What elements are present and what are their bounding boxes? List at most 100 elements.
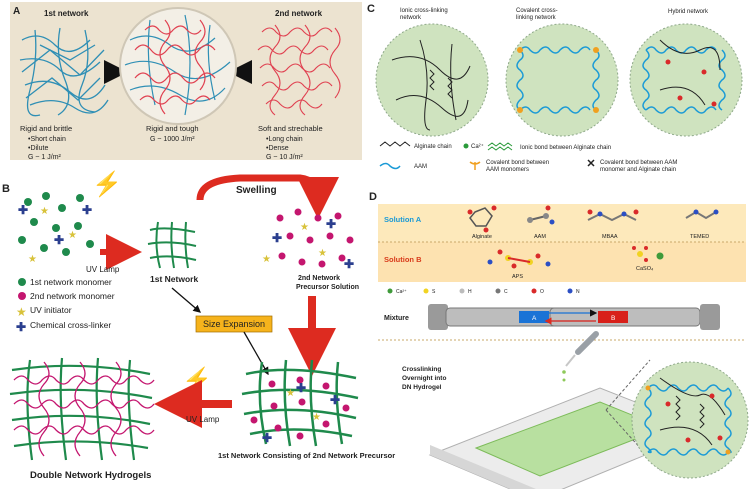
monomer-cluster: ★ ★ ★ ✚ ✚ ✚: [18, 192, 94, 265]
zoomed-hydrogel-circle: [631, 361, 749, 479]
ionic-title-2: network: [400, 15, 422, 21]
temed-molecule: [685, 209, 719, 220]
legend-second-monomer: 2nd network monomer: [30, 291, 115, 301]
svg-text:★: ★: [318, 248, 327, 259]
legend-first-monomer: 1st network monomer: [30, 277, 112, 287]
combined-network-circle: [119, 7, 237, 125]
panel-d-letter: D: [369, 191, 377, 203]
legend-star-icon: ★: [16, 305, 27, 319]
crosslink-line-1: Crosslinking: [402, 366, 441, 373]
atom-h: H: [468, 289, 472, 295]
ionic-chains: [391, 39, 471, 131]
right-bullet-1: •Long chain: [266, 136, 303, 143]
covalent-crosslinks: [517, 47, 599, 113]
syringe-b-label: B: [611, 315, 615, 322]
svg-text:✚: ✚: [326, 217, 336, 231]
left-bullet-2: •Dilute: [28, 145, 48, 152]
legend-cross-icon: ✚: [16, 320, 26, 334]
caso4-label: CaSO₄: [636, 266, 654, 272]
svg-text:★: ★: [286, 388, 295, 399]
mbaa-label: MBAA: [602, 234, 618, 240]
covalent-circle: [505, 23, 619, 137]
svg-text:★: ★: [68, 230, 77, 241]
hybrid-chains: [642, 39, 726, 114]
dual-syringe: [428, 304, 720, 330]
arrow-to-consisting: [243, 331, 269, 376]
panel-c: C Ionic cross-linking network Covalent c…: [367, 3, 743, 173]
left-title: Rigid and brittle: [20, 124, 72, 133]
svg-text:✚: ✚: [54, 233, 64, 247]
legend-uv-initiator: UV initiator: [30, 305, 72, 315]
aam-label: AAM: [534, 234, 546, 240]
legend-alginate-icon: [379, 141, 411, 147]
covalent-title-1: Covalent cross-: [516, 8, 558, 14]
panel-a: A 1st network 2nd network: [10, 2, 362, 161]
middle-title: Rigid and tough: [146, 124, 199, 133]
covalent-title-2: linking network: [516, 15, 557, 21]
ionic-title-1: Ionic cross-linking: [400, 8, 448, 14]
legend-covalent-icon: [469, 161, 481, 170]
panel-b: B ★ ★ ★ ✚ ✚ ✚ ⚡ UV Lamp 1st Network Swel…: [2, 170, 395, 481]
second-network-label: 2nd network: [275, 9, 323, 18]
left-bullet-1: •Short chain: [28, 136, 66, 143]
double-network-label: Double Network Hydrogels: [30, 470, 151, 481]
panel-a-letter: A: [13, 6, 20, 17]
precursor-label-1: 2nd Network: [298, 275, 340, 282]
right-g-value: G ~ 10 J/m²: [266, 154, 303, 161]
svg-text:★: ★: [28, 254, 37, 265]
swelling-arrow: [196, 174, 339, 219]
consisting-label: 1st Network Consisting of 2nd Network Pr…: [218, 451, 395, 460]
mbaa-molecule: [587, 209, 639, 222]
precursor-label-2: Precursor Solution: [296, 284, 359, 291]
uv-lamp-bottom: UV Lamp: [186, 415, 220, 424]
solution-a-label: Solution A: [384, 215, 422, 224]
legend-alginate: Alginate chain: [414, 144, 452, 150]
zoomed-hydrogel-network: [644, 377, 732, 456]
combined-network-mesh: [124, 14, 231, 116]
legend-aam-icon: [379, 162, 401, 170]
syringe-a-label: A: [532, 315, 537, 322]
caso4-molecule: [632, 246, 664, 262]
solution-b-band: [378, 242, 746, 282]
consisting-network: ★ ★ ✚ ✚ ✚: [241, 359, 359, 447]
legend-ca-icon: [463, 143, 469, 149]
svg-text:★: ★: [312, 412, 321, 423]
alginate-label: Alginate: [472, 234, 492, 240]
solution-b-label: Solution B: [384, 255, 422, 264]
size-expansion-label: Size Expansion: [203, 319, 265, 329]
svg-text:★: ★: [300, 222, 309, 233]
double-network-mesh: [9, 357, 155, 461]
svg-text:✚: ✚: [262, 431, 272, 445]
atom-o: O: [540, 289, 544, 295]
legend-covalent-aam-2: monomer and Alginate chain: [600, 167, 676, 173]
first-network-label-b: 1st Network: [150, 274, 198, 284]
svg-text:✚: ✚: [330, 393, 340, 407]
panel-d: D Solution A Solution B Alginate AAM MBA…: [369, 191, 749, 489]
mixture-label: Mixture: [384, 315, 409, 322]
legend-green-dot: [18, 278, 26, 286]
atom-n: N: [576, 289, 580, 295]
legend-aam: AAM: [414, 164, 427, 170]
atom-c: C: [504, 289, 508, 295]
aps-molecule: [487, 249, 551, 269]
lightning-icon-bottom: ⚡: [182, 366, 212, 394]
right-title: Soft and strechable: [258, 124, 323, 133]
legend-cross-linker: Chemical cross-linker: [30, 320, 111, 330]
legend-ionic: Ionic bond between Alginate chain: [520, 145, 611, 151]
svg-text:★: ★: [40, 206, 49, 217]
first-network-grid: [147, 221, 197, 269]
svg-text:✚: ✚: [82, 203, 92, 217]
uv-lamp-top: UV Lamp: [86, 265, 120, 274]
atom-ca: Ca²⁺: [396, 289, 407, 295]
arrow-to-size-expansion: [171, 287, 201, 313]
aps-label: APS: [512, 274, 523, 280]
precursor-cluster: ★ ★ ★ ✚ ✚ ✚: [262, 208, 354, 271]
atom-legend: Ca²⁺ S H C O N: [387, 288, 580, 295]
pipette-icon: [562, 331, 599, 382]
swelling-label: Swelling: [236, 185, 277, 196]
left-g-value: G ~ 1 J/m²: [28, 154, 62, 161]
svg-text:★: ★: [262, 254, 271, 265]
legend-covalent-aam-icon: [587, 159, 595, 167]
